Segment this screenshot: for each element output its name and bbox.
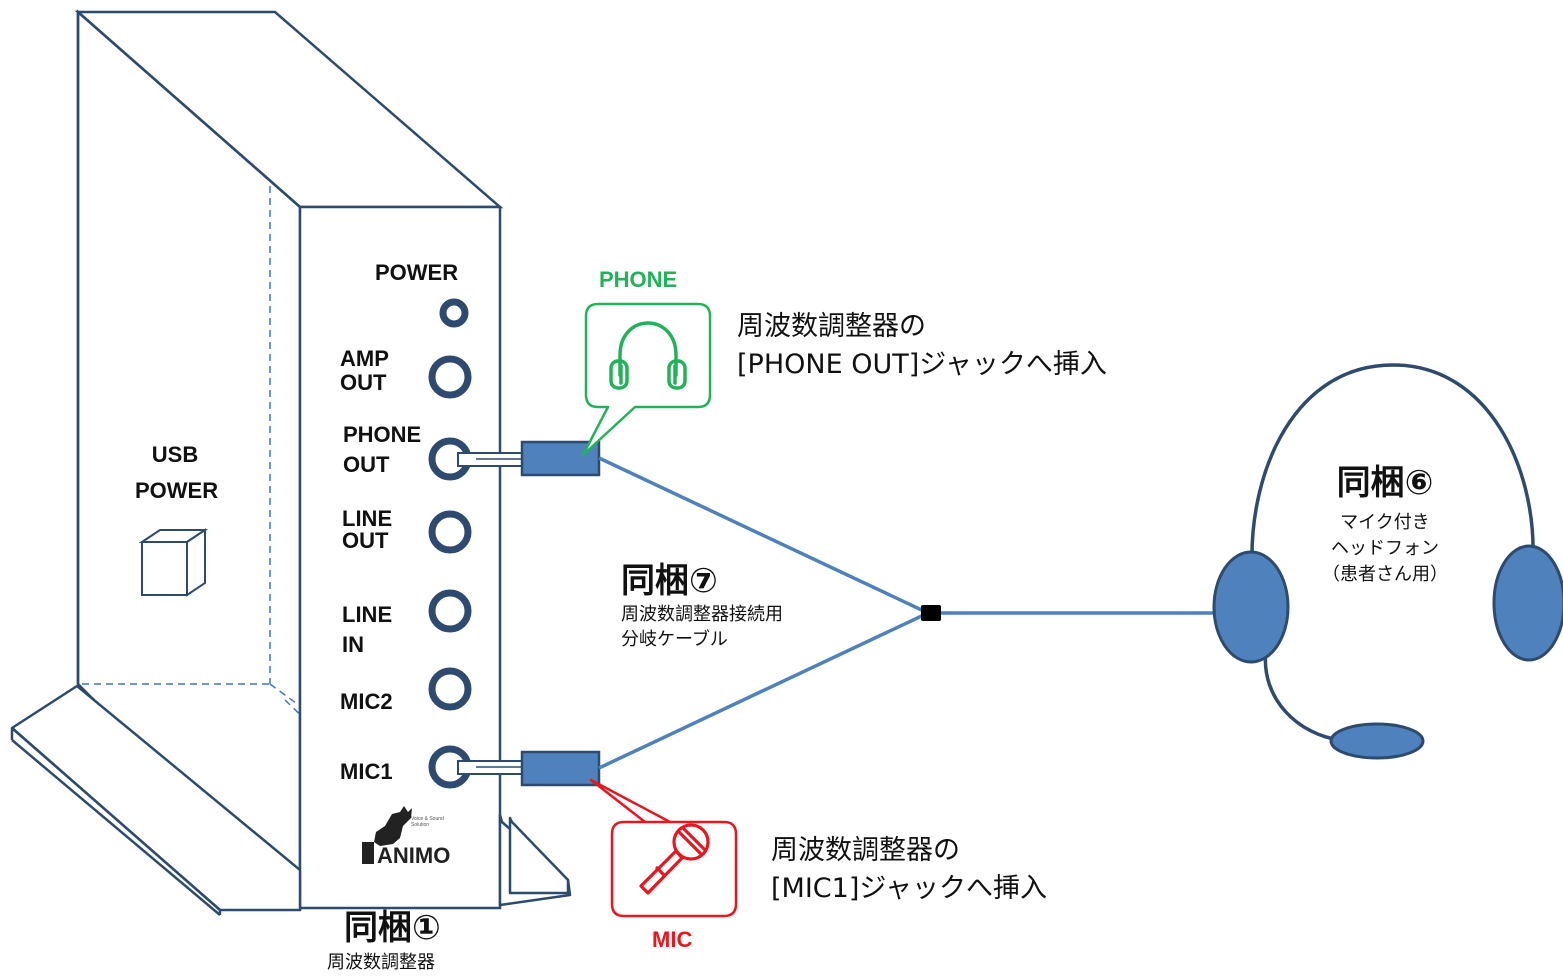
port-label-line-in-line2: IN: [342, 632, 364, 657]
headset-mic: [1329, 722, 1425, 760]
jack-power: [439, 298, 469, 328]
phone-instruction-line2: [PHONE OUT]ジャックへ挿入: [737, 349, 1107, 380]
microphone-icon: [639, 823, 710, 895]
headset-left-earcup: [1212, 550, 1290, 664]
cable-splitter: [921, 605, 941, 621]
jack-line-out: [428, 510, 472, 554]
animo-logo-tagline-1: Voice & Sound: [411, 816, 444, 822]
port-label-amp-out-line1: AMP: [340, 346, 389, 371]
usb-power-label-line1: USB: [151, 442, 199, 467]
animo-logo: ANIMO Voice & Sound Solution: [362, 806, 450, 868]
port-label-line-out: LINE OUT: [342, 505, 392, 555]
mic-callout-title: MIC: [652, 927, 693, 952]
port-label-amp-out-line2: OUT: [340, 370, 387, 395]
frequency-adjuster-device: [10, 9, 572, 916]
device-stand-right: [498, 813, 572, 907]
headset-caption-line3: （患者さん用）: [1322, 564, 1448, 585]
device-front-panel: [298, 205, 502, 910]
phone-callout-title: PHONE: [599, 267, 678, 292]
jack-line-in: [428, 589, 472, 633]
device-bundle-label: 同梱①: [344, 908, 441, 948]
port-label-line-in-line1: LINE: [342, 602, 393, 627]
cable-caption-line2: 分岐ケーブル: [621, 629, 728, 650]
port-label-phone-out-line1: PHONE: [343, 422, 422, 447]
animo-logo-tagline-2: Solution: [411, 822, 429, 828]
port-label-mic1: MIC1: [340, 759, 393, 784]
phone-instruction: 周波数調整器の [PHONE OUT]ジャックへ挿入: [737, 308, 1107, 384]
phone-callout: [581, 302, 712, 457]
mic-instruction: 周波数調整器の [MIC1]ジャックへ挿入: [771, 832, 1047, 908]
headset-caption-line2: ヘッドフォン: [1331, 538, 1439, 559]
mic-callout: [589, 778, 738, 918]
headphones-icon: [609, 321, 687, 390]
headset-bundle-label: 同梱⑥: [1336, 463, 1434, 503]
device-side-panel: [74, 10, 504, 209]
port-label-line-out-line2: OUT: [342, 528, 389, 553]
branch-cable: [598, 456, 1215, 770]
device-caption: 周波数調整器: [327, 952, 435, 973]
port-label-phone-out-line2: OUT: [343, 452, 390, 477]
mic-instruction-line1: 周波数調整器の: [771, 835, 960, 866]
port-label-line-out-line1: LINE: [342, 506, 393, 531]
port-label-line-in: LINE IN: [342, 601, 392, 659]
mic-plug: [457, 750, 601, 787]
port-label-amp-out: AMP OUT: [340, 345, 389, 397]
headset-caption: マイク付き ヘッドフォン （患者さん用）: [1290, 510, 1480, 588]
headset-caption-line1: マイク付き: [1340, 512, 1430, 533]
port-label-phone-out: PHONE OUT: [343, 421, 421, 479]
jack-mic2: [428, 667, 472, 711]
usb-power-label: USB POWER: [135, 441, 219, 505]
cable-caption: 周波数調整器接続用 分岐ケーブル: [621, 602, 783, 652]
mic-instruction-line2: [MIC1]ジャックへ挿入: [771, 873, 1048, 904]
usb-port-icon: [138, 528, 209, 597]
device-stand-left: [10, 684, 302, 916]
port-label-mic2: MIC2: [340, 689, 393, 714]
jack-amp-out: [428, 355, 472, 399]
cable-bundle-label: 同梱⑦: [621, 561, 718, 601]
headset-illustration: [1212, 363, 1563, 760]
cable-caption-line1: 周波数調整器接続用: [621, 604, 783, 625]
port-label-power: POWER: [375, 260, 459, 285]
usb-power-label-line2: POWER: [135, 478, 219, 503]
animo-logo-wordmark: ANIMO: [377, 843, 450, 868]
headset-right-earcup: [1492, 544, 1563, 662]
phone-instruction-line1: 周波数調整器の: [737, 311, 926, 342]
